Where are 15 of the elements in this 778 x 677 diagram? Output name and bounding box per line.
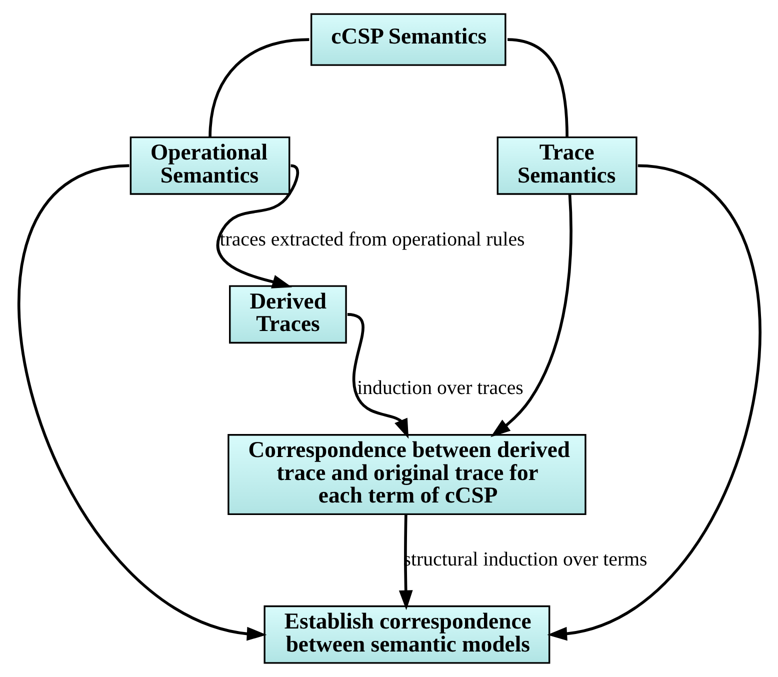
arrow bbox=[546, 164, 761, 641]
edge-label: traces extracted from operational rules bbox=[219, 228, 524, 250]
arrow bbox=[490, 194, 572, 438]
node-box: Establish correspondence between semantic models bbox=[263, 605, 550, 664]
edge-label: induction over traces bbox=[356, 377, 523, 400]
arrow bbox=[398, 514, 412, 610]
arrow bbox=[216, 164, 299, 288]
connector bbox=[208, 38, 309, 138]
node-box: cCSP Semantics bbox=[310, 13, 506, 66]
node-box: Derived Traces bbox=[228, 285, 346, 344]
connector bbox=[506, 38, 568, 138]
node-box: Correspondence between derived trace and original trace for each term of cCSP bbox=[227, 434, 586, 516]
node-box: Operational Semantics bbox=[129, 136, 290, 195]
node-box: Trace Semantics bbox=[496, 136, 637, 195]
arrow bbox=[18, 164, 266, 641]
